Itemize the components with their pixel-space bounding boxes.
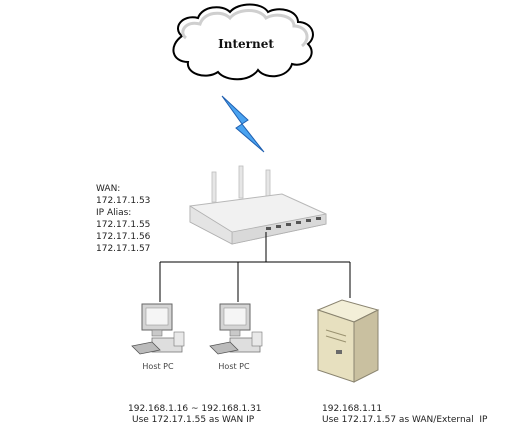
server-icon bbox=[316, 299, 380, 383]
connection-lines bbox=[159, 232, 351, 302]
router-info-line: 172.17.1.57 bbox=[96, 244, 151, 254]
internet-label: Internet bbox=[218, 37, 274, 51]
router-icon bbox=[189, 165, 327, 245]
router-info-line: WAN: bbox=[96, 184, 121, 194]
router-info-line: 172.17.1.56 bbox=[96, 232, 151, 242]
desktop-pc-icon bbox=[209, 303, 263, 355]
router-info-line: 172.17.1.55 bbox=[96, 220, 151, 230]
host-pc-label: Host PC bbox=[218, 362, 250, 371]
lightning-icon bbox=[221, 95, 265, 153]
cloud-icon bbox=[172, 3, 314, 81]
desktop-pc-icon bbox=[131, 303, 185, 355]
router-info-line: IP Alias: bbox=[96, 208, 132, 218]
host-pc-label: Host PC bbox=[142, 362, 174, 371]
hosts-ip-range: 192.168.1.16 ~ 192.168.1.31 bbox=[128, 404, 262, 414]
server-wan-note: Use 172.17.1.57 as WAN/External IP bbox=[322, 415, 488, 425]
router-info-line: 172.17.1.53 bbox=[96, 196, 151, 206]
hosts-wan-note: Use 172.17.1.55 as WAN IP bbox=[132, 415, 255, 425]
server-ip: 192.168.1.11 bbox=[322, 404, 383, 414]
